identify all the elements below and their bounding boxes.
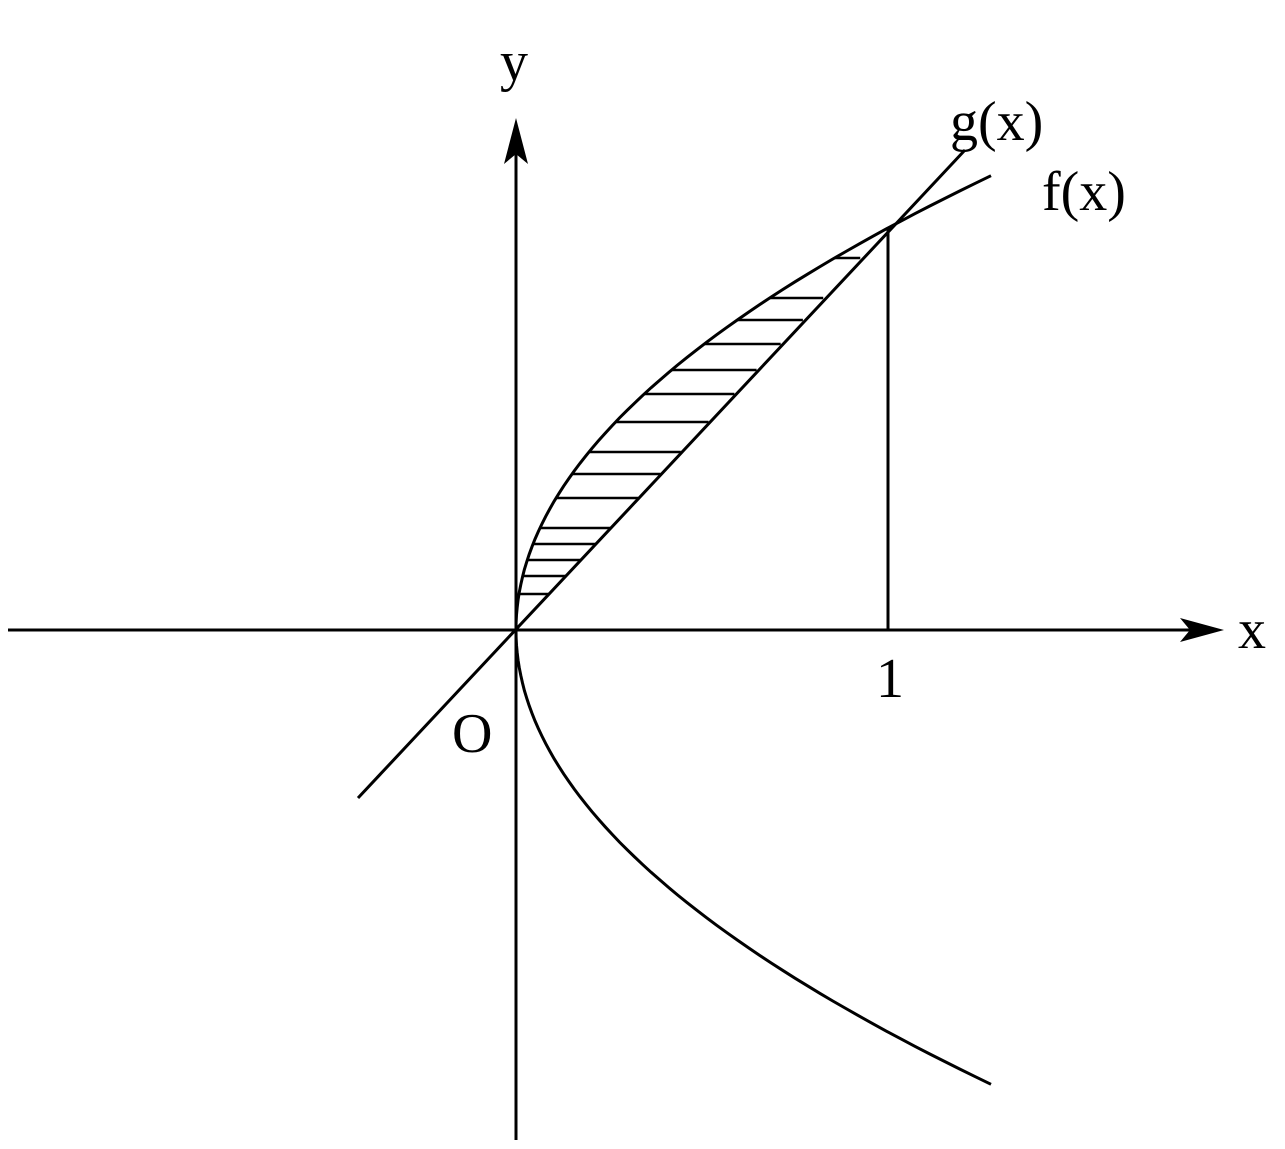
y-axis-label: y	[500, 31, 528, 93]
y-axis-arrow-icon	[504, 118, 528, 164]
x-axis-label: x	[1238, 599, 1266, 661]
x-axis-arrow-icon	[1180, 618, 1224, 642]
g-line	[356, 148, 967, 800]
f-label: f(x)	[1042, 161, 1126, 223]
tick-label-1: 1	[876, 648, 904, 710]
origin-label: O	[452, 703, 492, 765]
g-label: g(x)	[950, 91, 1043, 153]
shaded-region-hatching	[518, 256, 861, 596]
